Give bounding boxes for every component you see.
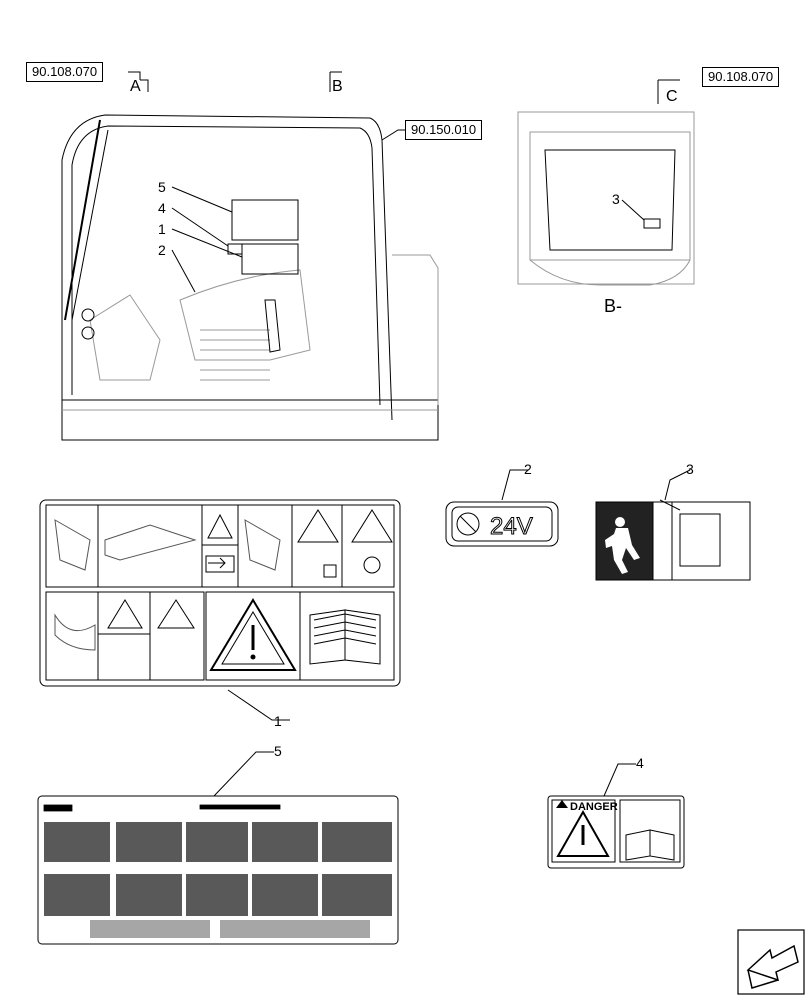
- open-book-icon: [309, 609, 381, 665]
- callout-2: 2: [158, 242, 166, 258]
- section-letter-c: C: [666, 88, 678, 105]
- callout-3: 3: [612, 191, 620, 207]
- callout-5: 5: [158, 179, 166, 195]
- decal-number-1: 1: [274, 713, 282, 729]
- callout-4: 4: [158, 200, 166, 216]
- emergency-exit-icon: [605, 517, 640, 574]
- ref-box-b[interactable]: 90.150.010: [405, 120, 483, 140]
- arrow-nav-icon[interactable]: [737, 929, 805, 995]
- decal-number-3: 3: [686, 461, 694, 477]
- decal-24v-text: 24V: [490, 513, 533, 540]
- decal-number-5: 5: [274, 743, 282, 759]
- section-letter-b: B: [332, 78, 343, 95]
- ref-box-c[interactable]: 90.108.070: [702, 67, 780, 87]
- danger-text: DANGER: [570, 801, 618, 813]
- ref-box-a[interactable]: 90.108.070: [26, 62, 104, 82]
- view-label-b: B-: [604, 296, 622, 316]
- decal-number-2: 2: [524, 461, 532, 477]
- section-letter-a: A: [130, 78, 141, 95]
- decal-number-4: 4: [636, 755, 644, 771]
- callout-1: 1: [158, 221, 166, 237]
